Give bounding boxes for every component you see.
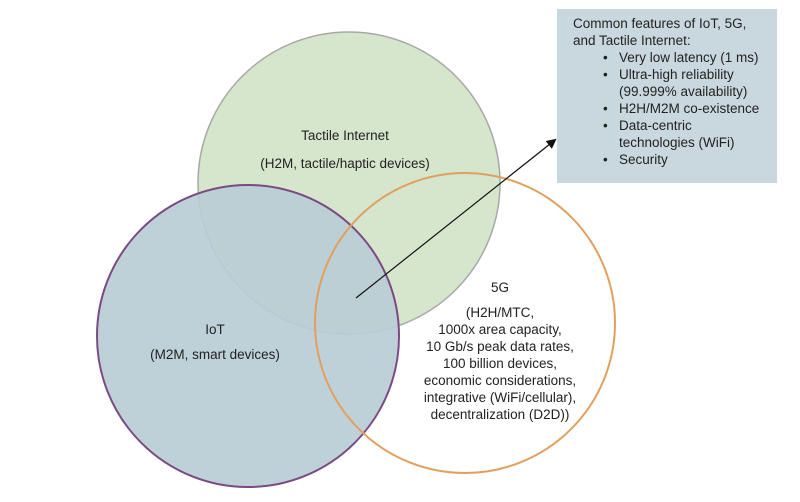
common-features-heading-line: Common features of IoT, 5G,: [573, 16, 747, 31]
5g-description-line: economic considerations,: [423, 373, 577, 388]
feature-item-line: Ultra-high reliability: [619, 67, 734, 82]
feature-item-line: H2H/M2M co-existence: [619, 101, 760, 116]
feature-item-data-centric: Data-centric technologies (WiFi): [603, 117, 769, 151]
5g-description-line: 100 billion devices,: [442, 356, 558, 371]
common-features-heading-line: and Tactile Internet:: [573, 33, 691, 48]
feature-item-coexistence: H2H/M2M co-existence: [603, 100, 769, 117]
5g-description-line: (H2H/MTC,: [465, 305, 535, 320]
5g-title: 5G: [490, 280, 509, 295]
feature-item-reliability: Ultra-high reliability (99.999% availabi…: [603, 66, 769, 100]
iot-circle: [96, 184, 400, 488]
iot-title: IoT: [205, 322, 225, 337]
5g-description-line: decentralization (D2D)): [430, 407, 570, 422]
feature-item-latency: Very low latency (1 ms): [603, 49, 769, 66]
5g-circle: [314, 172, 616, 474]
common-features-list: Very low latency (1 ms) Ultra-high relia…: [573, 49, 769, 168]
common-features-box: Common features of IoT, 5G, and Tactile …: [557, 9, 777, 183]
feature-item-line: Data-centric: [619, 118, 692, 133]
tactile-internet-title: Tactile Internet: [301, 128, 389, 143]
feature-item-line: technologies (WiFi): [619, 135, 735, 150]
5g-description: (H2H/MTC, 1000x area capacity, 10 Gb/s p…: [395, 304, 605, 423]
pointer-arrow: [355, 138, 557, 299]
feature-item-line: Security: [619, 152, 668, 167]
feature-item-security: Security: [603, 151, 769, 168]
iot-description: (M2M, smart devices): [150, 347, 280, 362]
feature-item-line: (99.999% availability): [619, 84, 748, 99]
feature-item-line: Very low latency (1 ms): [619, 50, 759, 65]
5g-description-line: integrative (WiFi/cellular),: [423, 390, 577, 405]
5g-description-line: 10 Gb/s peak data rates,: [426, 339, 574, 354]
tactile-internet-description: (H2M, tactile/haptic devices): [260, 156, 430, 171]
5g-description-line: 1000x area capacity,: [438, 322, 562, 337]
